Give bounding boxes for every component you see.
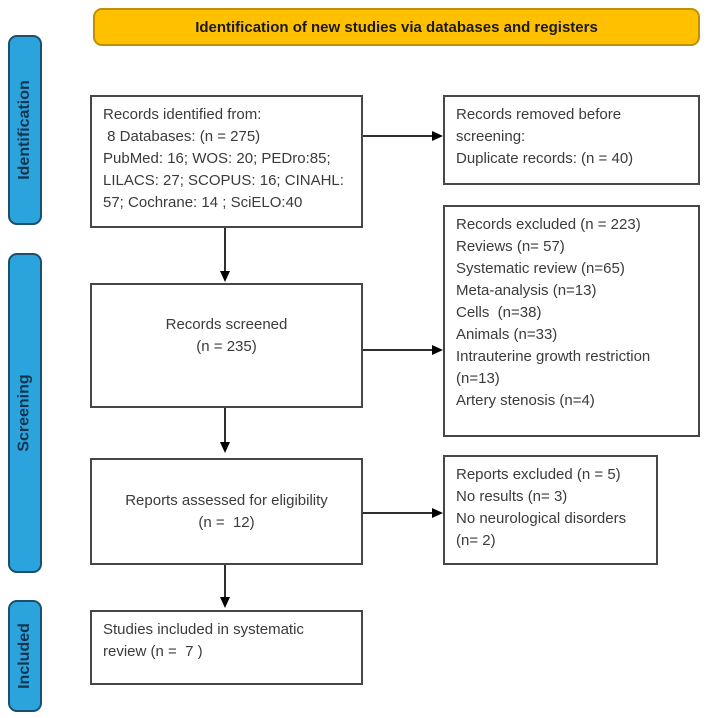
records-identified-line: PubMed: 16; WOS: 20; PEDro:85; — [103, 150, 331, 167]
arrow-identified-to-screened — [219, 228, 231, 282]
banner-title-text: Identification of new studies via databa… — [195, 18, 598, 36]
arrow-identified-to-removed — [363, 130, 443, 142]
records-removed-line: Duplicate records: (n = 40) — [456, 150, 634, 167]
box-reports-excluded: Reports excluded (n = 5) No results (n= … — [443, 455, 658, 565]
arrow-assessed-to-included — [219, 565, 231, 608]
reports-excluded-line: No neurological disorders — [456, 510, 627, 527]
records-excluded-line: Records excluded (n = 223) — [456, 216, 641, 233]
arrow-assessed-to-excluded — [363, 507, 443, 519]
reports-assessed-line: (n = 12) — [198, 513, 255, 531]
box-studies-included: Studies included in systematic review (n… — [90, 610, 363, 685]
arrow-shaft — [363, 135, 432, 137]
records-identified-line: 8 Databases: (n = 275) — [103, 128, 261, 145]
box-records-removed: Records removed before screening: Duplic… — [443, 95, 700, 185]
records-excluded-line: Intrauterine growth restriction — [456, 348, 651, 365]
records-removed-line: screening: — [456, 128, 526, 145]
arrow-shaft — [224, 565, 226, 597]
box-reports-assessed: Reports assessed for eligibility (n = 12… — [90, 458, 363, 565]
reports-assessed-line: Reports assessed for eligibility — [125, 491, 328, 509]
records-excluded-line: Cells (n=38) — [456, 304, 542, 321]
arrow-shaft — [363, 349, 432, 351]
records-excluded-line: (n=13) — [456, 370, 500, 387]
records-excluded-line: Animals (n=33) — [456, 326, 558, 343]
records-identified-line: Records identified from: — [103, 106, 262, 123]
arrow-right-icon — [432, 508, 443, 518]
box-records-excluded: Records excluded (n = 223) Reviews (n= 5… — [443, 205, 700, 437]
arrow-shaft — [224, 408, 226, 442]
arrow-down-icon — [220, 442, 230, 453]
records-identified-line: LILACS: 27; SCOPUS: 16; CINAHL: — [103, 172, 344, 189]
stage-included: Included — [8, 600, 42, 712]
studies-included-line: review (n = 7 ) — [103, 643, 203, 660]
stage-identification-label: Identification — [16, 80, 33, 180]
records-excluded-line: Meta-analysis (n=13) — [456, 282, 597, 299]
arrow-right-icon — [432, 345, 443, 355]
arrow-shaft — [363, 512, 432, 514]
box-records-screened: Records screened (n = 235) — [90, 283, 363, 408]
arrow-down-icon — [220, 271, 230, 282]
records-excluded-line: Systematic review (n=65) — [456, 260, 625, 277]
stage-included-label: Included — [16, 623, 33, 689]
stage-screening-label: Screening — [16, 374, 34, 452]
arrow-down-icon — [220, 597, 230, 608]
reports-excluded-line: Reports excluded (n = 5) — [456, 466, 621, 483]
arrow-screened-to-assessed — [219, 408, 231, 453]
arrow-right-icon — [432, 131, 443, 141]
records-excluded-line: Artery stenosis (n=4) — [456, 392, 595, 409]
arrow-screened-to-excluded — [363, 344, 443, 356]
records-screened-line: Records screened — [165, 315, 288, 333]
studies-included-line: Studies included in systematic — [103, 621, 304, 638]
stage-screening: Screening — [8, 253, 42, 573]
records-removed-line: Records removed before — [456, 106, 622, 123]
stage-identification: Identification — [8, 35, 42, 225]
arrow-shaft — [224, 228, 226, 271]
box-records-identified: Records identified from: 8 Databases: (n… — [90, 95, 363, 228]
banner-title: Identification of new studies via databa… — [93, 8, 700, 46]
records-excluded-line: Reviews (n= 57) — [456, 238, 565, 255]
reports-excluded-line: (n= 2) — [456, 532, 496, 549]
reports-excluded-line: No results (n= 3) — [456, 488, 568, 505]
records-identified-line: 57; Cochrane: 14 ; SciELO:40 — [103, 194, 303, 211]
records-screened-line: (n = 235) — [196, 337, 257, 355]
